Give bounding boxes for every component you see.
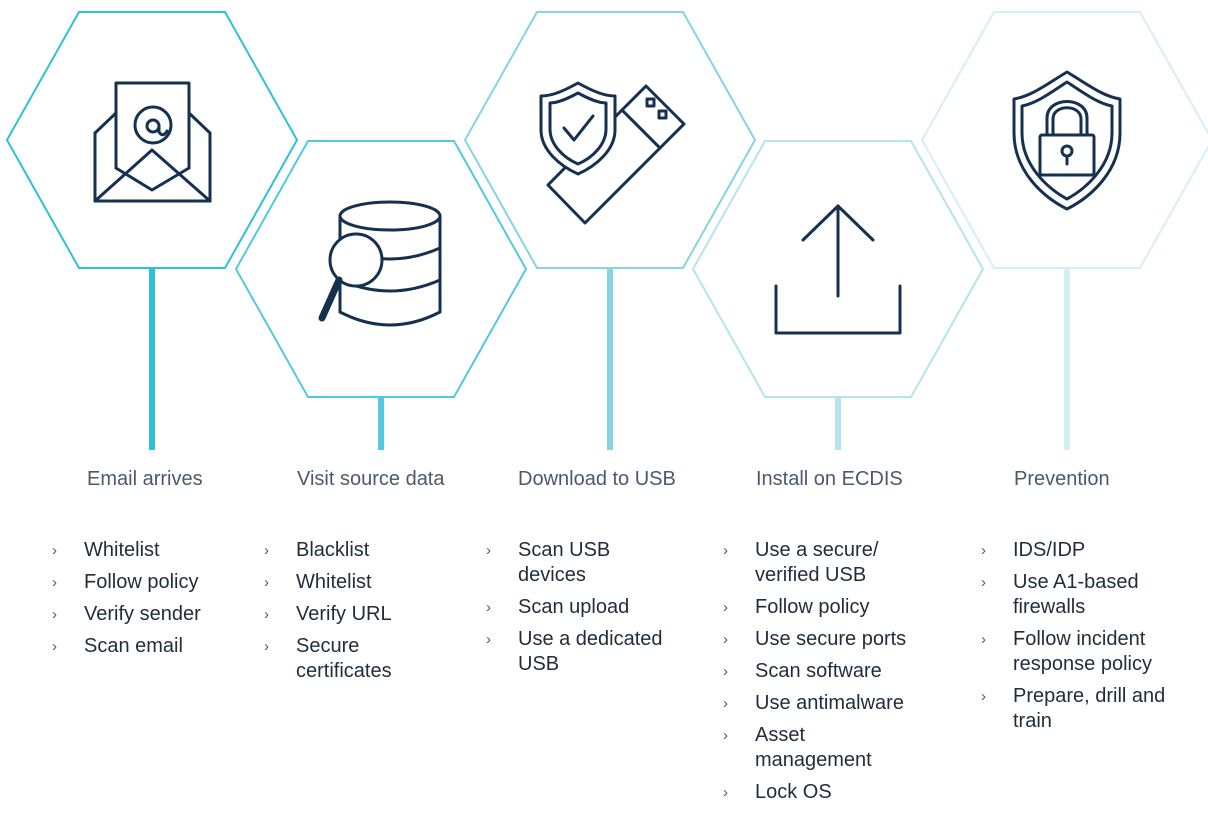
list-item: Scan software — [723, 659, 943, 684]
step-title-visit-source-data: Visit source data — [297, 468, 445, 490]
list-item: Use secure ports — [723, 627, 943, 652]
list-item: Follow incident response policy — [981, 627, 1203, 677]
list-item: Lock OS — [723, 780, 943, 805]
step-5-checklist: IDS/IDP Use A1-based firewalls Follow in… — [981, 538, 1203, 741]
list-item: Scan USB devices — [486, 538, 701, 588]
upload-icon — [774, 204, 902, 335]
list-item: Whitelist — [264, 570, 434, 595]
list-item: Verify sender — [52, 602, 247, 627]
list-item: Verify URL — [264, 602, 434, 627]
process-diagram — [5, 11, 1208, 450]
list-item: Follow policy — [52, 570, 247, 595]
list-item: Use A1-based firewalls — [981, 570, 1203, 620]
list-item: IDS/IDP — [981, 538, 1203, 563]
hexagon-step-4 — [691, 140, 985, 398]
list-item: Asset management — [723, 723, 943, 773]
list-item: Use antimalware — [723, 691, 943, 716]
shield-lock-icon — [1012, 70, 1122, 211]
list-item: Scan email — [52, 634, 247, 659]
list-item: Use a dedicated USB — [486, 627, 701, 677]
list-item: Secure certificates — [264, 634, 434, 684]
hexagon-step-3 — [463, 11, 757, 269]
step-title-prevention: Prevention — [1014, 468, 1110, 490]
hexagon-step-5 — [920, 11, 1208, 269]
hexagon-step-2 — [234, 140, 528, 398]
step-4-checklist: Use a secure/ verified USB Follow policy… — [723, 538, 943, 812]
list-item: Scan upload — [486, 595, 701, 620]
list-item: Follow policy — [723, 595, 943, 620]
step-1-checklist: Whitelist Follow policy Verify sender Sc… — [52, 538, 247, 666]
hexagon-step-1 — [5, 11, 299, 269]
list-item: Use a secure/ verified USB — [723, 538, 943, 588]
list-item: Blacklist — [264, 538, 434, 563]
step-title-email-arrives: Email arrives — [87, 468, 203, 490]
shield-usb-icon — [539, 81, 686, 225]
database-search-icon — [318, 200, 442, 327]
envelope-at-icon — [93, 81, 212, 203]
step-title-download-to-usb: Download to USB — [518, 468, 676, 490]
step-2-checklist: Blacklist Whitelist Verify URL Secure ce… — [264, 538, 434, 691]
step-3-checklist: Scan USB devices Scan upload Use a dedic… — [486, 538, 701, 684]
step-title-install-on-ecdis: Install on ECDIS — [756, 468, 903, 490]
list-item: Whitelist — [52, 538, 247, 563]
list-item: Prepare, drill and train — [981, 684, 1203, 734]
